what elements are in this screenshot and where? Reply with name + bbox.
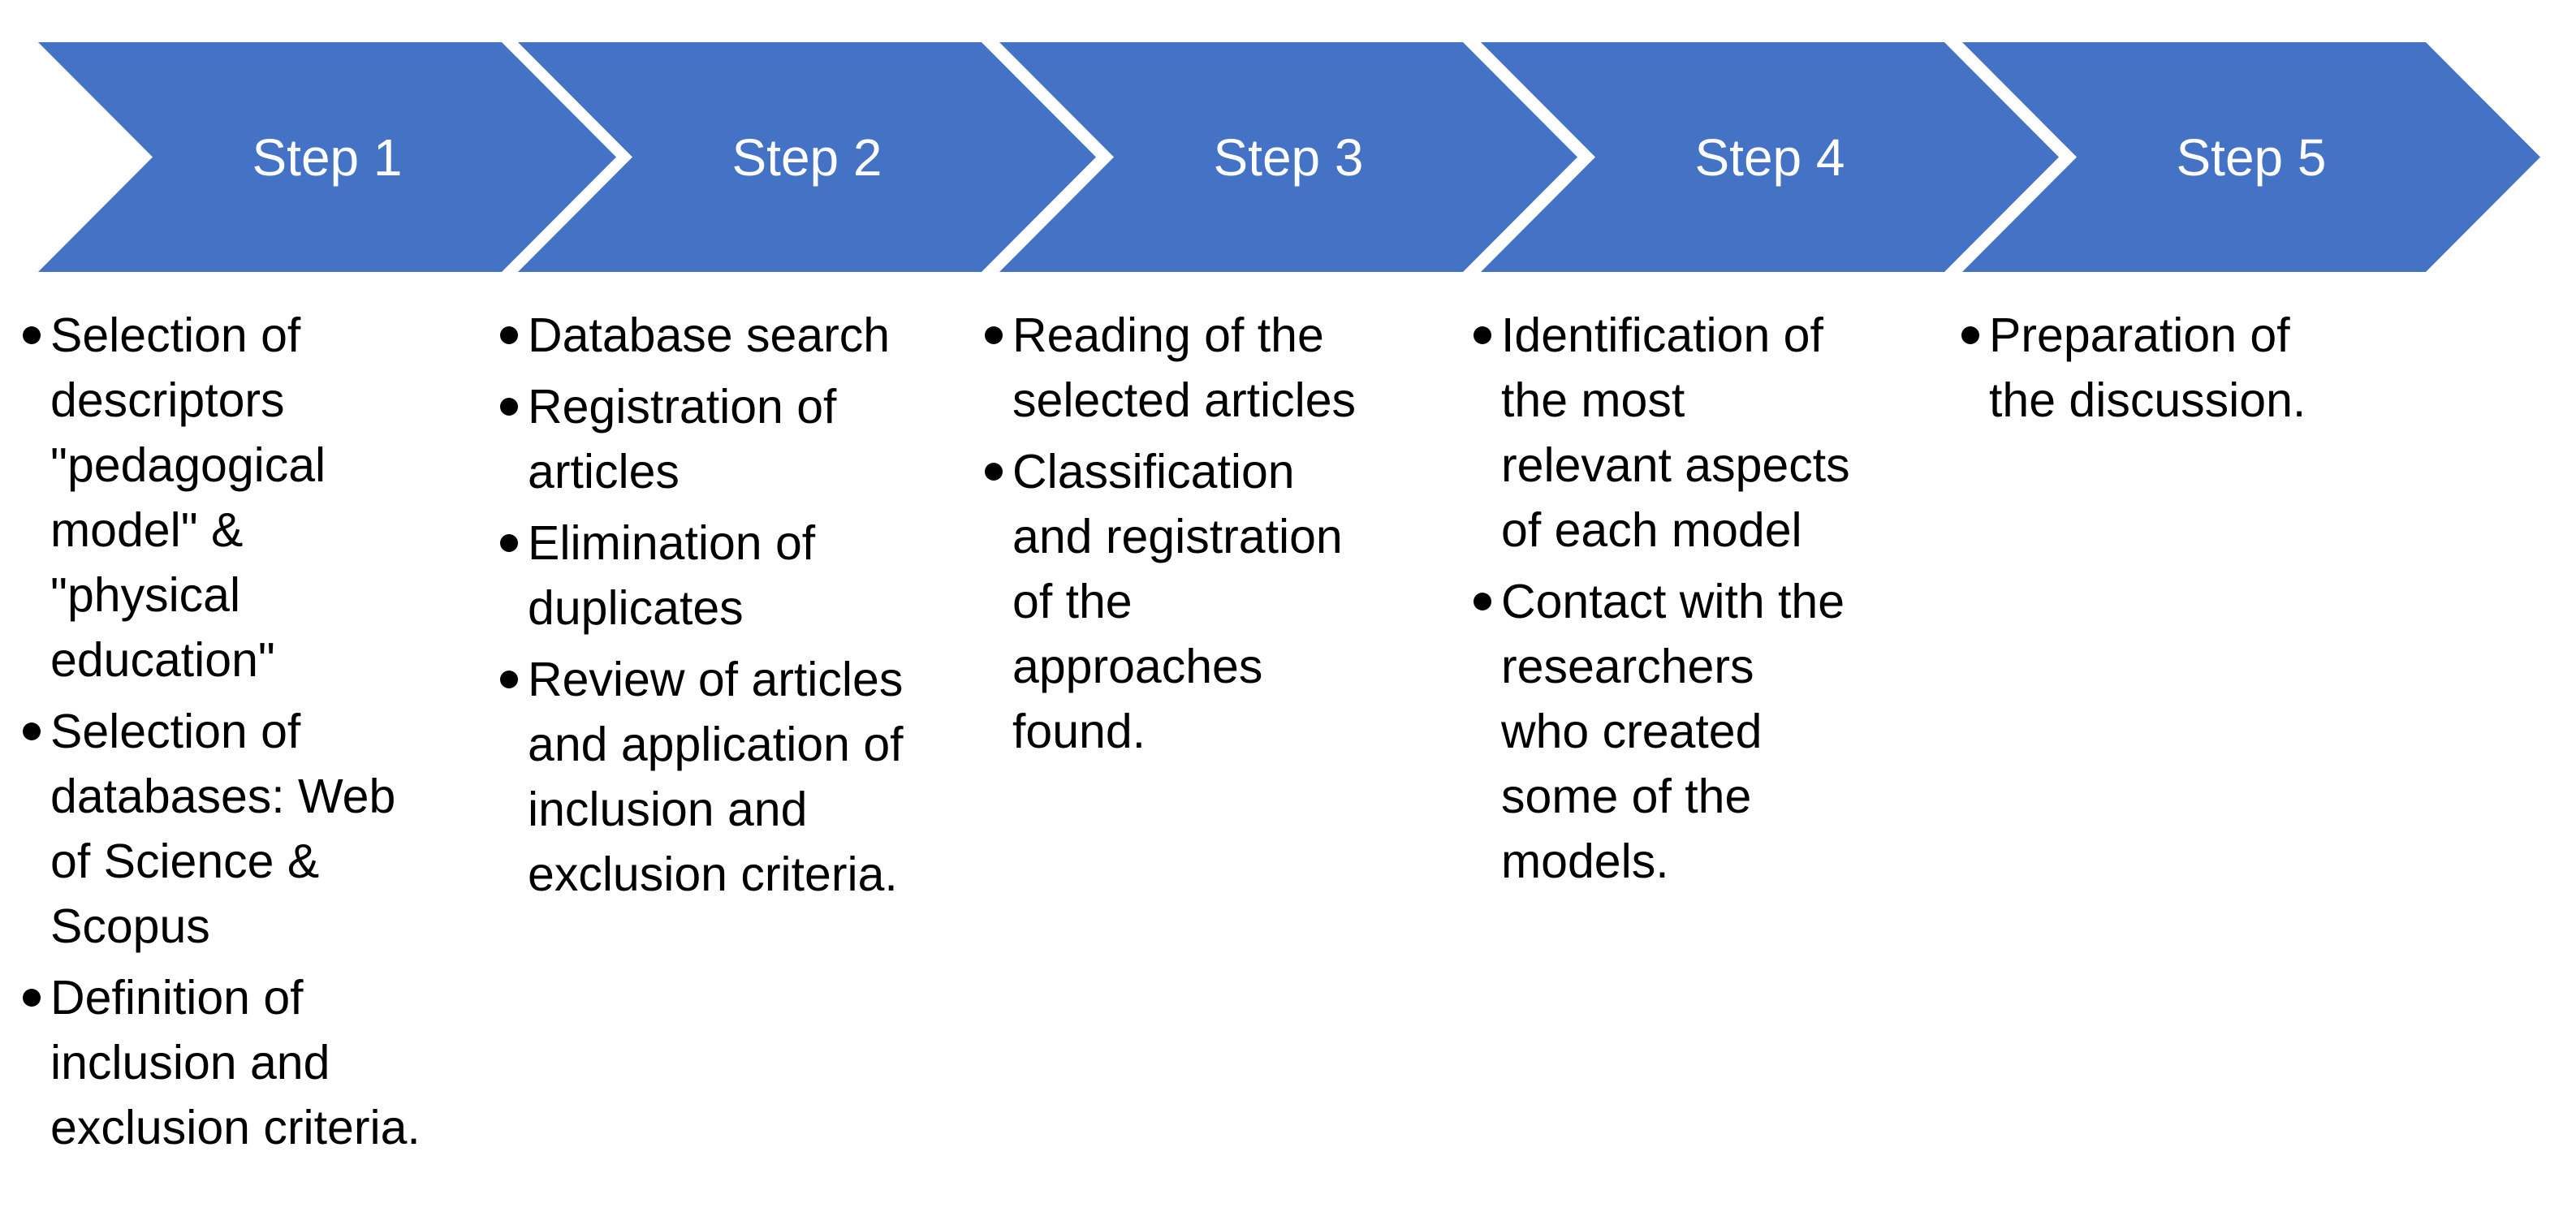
chevron-step-5: Step 5 bbox=[1962, 42, 2540, 272]
step-3-bullet-list: Reading of the selected articles Classif… bbox=[985, 303, 1366, 764]
step-3-bullet-column: Reading of the selected articles Classif… bbox=[985, 303, 1366, 770]
step-2-bullet-column: Database search Registration of articles… bbox=[500, 303, 922, 913]
bullet-item: Definition of inclusion and exclusion cr… bbox=[23, 965, 429, 1160]
bullet-item: Selection of descriptors "pedagogical mo… bbox=[23, 303, 429, 692]
bullet-item: Database search bbox=[500, 303, 922, 368]
step-5-bullet-list: Preparation of the discussion. bbox=[1961, 303, 2311, 433]
bullet-item: Classification and registration of the a… bbox=[985, 439, 1366, 764]
step-1-bullet-column: Selection of descriptors "pedagogical mo… bbox=[23, 303, 429, 1167]
bullet-item: Selection of databases: Web of Science &… bbox=[23, 699, 429, 959]
bullet-item: Contact with the researchers who created… bbox=[1474, 569, 1855, 894]
bullet-item: Preparation of the discussion. bbox=[1961, 303, 2311, 433]
step-4-bullet-column: Identification of the most relevant aspe… bbox=[1474, 303, 1855, 900]
step-5-bullet-column: Preparation of the discussion. bbox=[1961, 303, 2311, 439]
step-1-label: Step 1 bbox=[252, 127, 403, 187]
step-3-label: Step 3 bbox=[1213, 127, 1364, 187]
step-5-label: Step 5 bbox=[2176, 127, 2327, 187]
step-2-bullet-list: Database search Registration of articles… bbox=[500, 303, 922, 907]
step-4-bullet-list: Identification of the most relevant aspe… bbox=[1474, 303, 1855, 894]
step-2-label: Step 2 bbox=[731, 127, 882, 187]
bullet-item: Registration of articles bbox=[500, 374, 922, 504]
step-1-bullet-list: Selection of descriptors "pedagogical mo… bbox=[23, 303, 429, 1160]
bullet-item: Review of articles and application of in… bbox=[500, 647, 922, 907]
bullet-item: Identification of the most relevant aspe… bbox=[1474, 303, 1855, 563]
bullet-item: Elimination of duplicates bbox=[500, 511, 922, 641]
bullet-item: Reading of the selected articles bbox=[985, 303, 1366, 433]
chevron-step-1: Step 1 bbox=[38, 42, 616, 272]
step-4-label: Step 4 bbox=[1694, 127, 1845, 187]
